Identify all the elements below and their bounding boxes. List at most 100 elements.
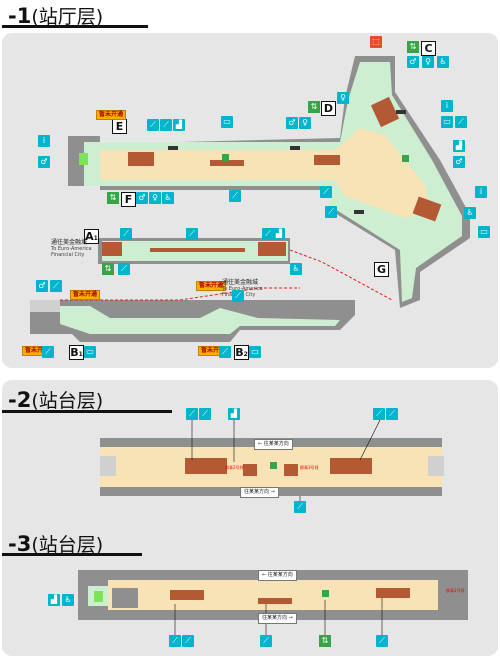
escalator-icon: ⟋: [262, 228, 274, 240]
platform2-direction-bottom: 往某某方向 →: [240, 487, 279, 498]
escalator-icon: ⟋: [120, 228, 132, 240]
ticket-machine-icon: ▭: [221, 116, 233, 128]
exit-subscript: 1: [93, 235, 98, 242]
elevator-icon: ⇅: [107, 192, 119, 204]
escalator-icon: ⟋: [325, 206, 337, 218]
escalator-icon: ⟋: [320, 186, 332, 198]
direction-text: 往某某方向: [267, 572, 293, 578]
escalator-icon: ⟋: [232, 290, 244, 302]
ticket-machine-icon: ▭: [249, 346, 261, 358]
level-name: (站厅层): [31, 6, 104, 28]
platform2-direction-top: ← 往某某方向: [254, 439, 293, 450]
accessible-icon: ♿: [464, 207, 476, 219]
exit-g-label[interactable]: G: [374, 262, 389, 277]
stairs-icon: ▟: [453, 140, 465, 152]
destination-zh: 通往美金融城: [222, 279, 259, 286]
stairs-icon: ▟: [273, 228, 285, 240]
escalator: [412, 196, 442, 222]
destination-zh: 通往美金融城: [51, 239, 88, 246]
exit-f-label[interactable]: F: [121, 192, 136, 207]
level-2-title: -2(站台层): [8, 386, 103, 413]
toilet-icon: ♀: [299, 117, 311, 129]
info-icon: i: [441, 100, 453, 112]
closed-badge-e: 暂未开通: [96, 110, 127, 120]
escalator-icon: ⟋: [118, 263, 130, 275]
exit-subscript: 2: [243, 351, 248, 358]
level-name: (站台层): [31, 534, 104, 556]
exit-d-label[interactable]: D: [321, 101, 336, 116]
accessible-icon: ♿: [162, 192, 174, 204]
toilet-icon: ♂: [38, 156, 50, 168]
escalator-icon: ⟋: [294, 501, 306, 513]
closed-badge-mid: 暂未开通: [196, 281, 227, 291]
accessible-icon: ♿: [62, 594, 74, 606]
unpaid-area: [84, 62, 462, 302]
escalator: [128, 152, 154, 166]
stairs-icon: ▟: [228, 408, 240, 420]
escalator-icon: ⟋: [42, 346, 54, 358]
escalator-icon: ⟋: [199, 408, 211, 420]
level-1-title: -1(站厅层): [8, 2, 103, 29]
level-3-rule: [2, 553, 142, 556]
ticket-machine-icon: ▭: [84, 346, 96, 358]
escalator: [258, 242, 286, 256]
exit-b2-label[interactable]: B2: [234, 345, 249, 360]
direction-text: 往某某方向: [244, 489, 270, 495]
exit-letter: B: [70, 346, 79, 359]
escalator: [102, 242, 122, 256]
escalator: [150, 248, 245, 252]
destination-en1: To Euro-America: [51, 246, 92, 252]
destination-en2: Financial City: [51, 252, 85, 258]
level-name: (站台层): [31, 390, 104, 412]
closed-badge-a: 暂未开通: [70, 290, 101, 300]
escalator-icon: ⟋: [376, 635, 388, 647]
transfer-label-left: 换乘2号线: [225, 465, 244, 470]
toilet-icon: ♂: [407, 56, 419, 68]
accessible-icon: ♿: [437, 56, 449, 68]
ticket-machine-icon: ▭: [478, 226, 490, 238]
ticket-machine-icon: ▭: [441, 116, 453, 128]
elevator: [222, 154, 229, 161]
elevator: [402, 155, 409, 162]
paid-area: [100, 128, 430, 218]
level-number: -1: [8, 4, 32, 28]
exit-c-label[interactable]: C: [421, 41, 436, 56]
transfer-label-right: 换乘3号线: [300, 465, 319, 470]
exit-b-block: [30, 300, 60, 312]
exit-b1-label[interactable]: B1: [69, 345, 84, 360]
elevator-icon: ⇅: [407, 41, 419, 53]
toilet-icon: ♂: [286, 117, 298, 129]
accessible-icon: ♿: [290, 263, 302, 275]
escalator-icon: ⟋: [229, 190, 241, 202]
elevator-icon: ⇅: [308, 101, 320, 113]
escalator-icon: ⟋: [160, 119, 172, 131]
level-2-rule: [2, 410, 172, 413]
exit-a-label[interactable]: A1: [84, 229, 99, 244]
toilet-icon: ♀: [149, 192, 161, 204]
escalator: [370, 96, 400, 128]
escalator-icon: ⟋: [260, 635, 272, 647]
level-3-title: -3(站台层): [8, 530, 103, 557]
direction-text: 往某某方向: [262, 615, 288, 621]
escalator-icon: ⟋: [186, 408, 198, 420]
platform3-direction-top: ← 往某某方向: [258, 570, 297, 581]
left-elevator-pad: [79, 153, 88, 165]
exit-letter: A: [85, 230, 94, 243]
escalator-icon: ⟋: [219, 346, 231, 358]
toilet-icon: ♂: [453, 156, 465, 168]
direction-text: 往某某方向: [263, 441, 289, 447]
level-1-rule: [2, 25, 148, 28]
escalator-icon: ⟋: [147, 119, 159, 131]
level-number: -3: [8, 532, 32, 556]
toilet-icon: ♀: [337, 92, 349, 104]
escalator: [314, 155, 340, 165]
elevator-icon: ⇅: [319, 635, 331, 647]
exit-subscript: 1: [78, 351, 83, 358]
toilet-icon: ♂: [36, 280, 48, 292]
escalator-icon: ⟋: [186, 228, 198, 240]
escalator-icon: ⟋: [169, 635, 181, 647]
toilet-icon: ♀: [422, 56, 434, 68]
stairs-icon: ▟: [48, 594, 60, 606]
escalator-icon: ⟋: [386, 408, 398, 420]
